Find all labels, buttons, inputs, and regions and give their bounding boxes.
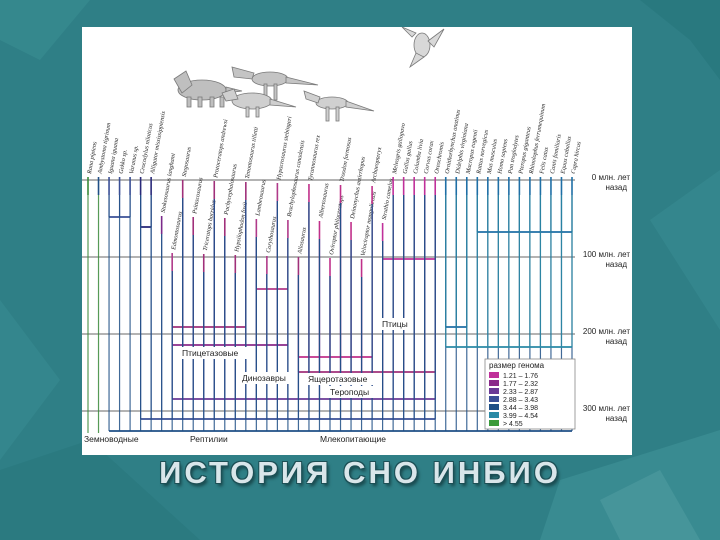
legend-item-label: 3.99 – 4.54 (503, 413, 538, 420)
species-label: Deinonychus antirrhopus (349, 156, 367, 221)
clade-label-dinosaurs: Динозавры (242, 373, 286, 383)
clade-label-ornithischians: Птицетазовые (182, 348, 239, 358)
time-label-line2: назад (605, 260, 627, 269)
time-label-line2: назад (605, 414, 627, 423)
species-label: Oviraptor philoceratops (328, 194, 345, 255)
clade-label-mammals: Млекопитающие (320, 434, 386, 444)
legend-item-label: 2.33 – 2.87 (503, 389, 538, 396)
species-label: Lambeosaurus (254, 179, 267, 218)
species-label: Troodon formosus (339, 136, 354, 182)
clade-label-reptiles: Рептилии (190, 434, 228, 444)
species-label: Protoceratops andrewsi (212, 119, 229, 180)
time-label-line1: 0 млн. лет (592, 173, 631, 182)
legend-item-label: 1.21 – 1.76 (503, 373, 538, 380)
species-label: Pachycephalosaurus (223, 163, 239, 217)
species-label: Hypsilophodon foxii (233, 201, 249, 253)
time-label-line2: назад (605, 183, 627, 192)
species-label: Corythosaurus (265, 215, 278, 253)
species-label: Stokesosaurus langhami (160, 152, 177, 213)
legend-swatch (489, 380, 499, 386)
clade-label-saurischians: Ящеротазовые (308, 374, 368, 384)
legend-swatch (489, 372, 499, 378)
raptor-silhouette-icon (304, 91, 374, 121)
hadrosaur-silhouette-icon (222, 89, 296, 117)
species-label: Stegosaurus (181, 146, 193, 178)
legend-title: размер генома (489, 361, 545, 370)
bird-silhouette-icon (402, 27, 444, 67)
legend-swatch (489, 420, 499, 426)
species-label: Brachylophosaurus canadensis (286, 139, 306, 217)
time-label-line1: 300 млн. лет (583, 404, 630, 413)
species-label: Tyrannosaurus rex (307, 134, 322, 181)
species-label: Tenontosaurus tilletti (244, 126, 260, 179)
species-label: Felis catus (538, 146, 550, 175)
legend-item-label: > 4.55 (503, 421, 523, 428)
legend-item-label: 2.88 – 3.43 (503, 397, 538, 404)
species-label: Hypacrosaurus stebingeri (275, 116, 293, 182)
clade-label-theropods: Тероподы (330, 387, 369, 397)
clade-label-amphibians: Земноводные (84, 434, 139, 444)
time-label-line2: назад (605, 337, 627, 346)
clade-label-birds: Птицы (382, 319, 408, 329)
slide-title: ИСТОРИЯ СНО ИНБИО (0, 455, 720, 491)
legend-item-label: 3.44 – 3.98 (503, 405, 538, 412)
species-label: Edmontosaurus (170, 210, 184, 251)
legend-swatch (489, 404, 499, 410)
species-label: Velociraptor mongoliensis (360, 190, 378, 256)
species-label: Alligator mississippiensis (149, 110, 167, 175)
legend-swatch (489, 396, 499, 402)
legend-swatch (489, 388, 499, 394)
species-label: Triceratops horridus (202, 199, 218, 251)
time-label-line1: 200 млн. лет (583, 327, 630, 336)
legend-item-label: 1.77 – 2.32 (503, 381, 538, 388)
species-label: Gekko sp. (118, 149, 129, 174)
species-label: Psittacosaurus (191, 176, 205, 215)
species-label: Albertosaurus (317, 182, 330, 219)
species-label: Archaeopteryx (370, 146, 383, 184)
legend-swatch (489, 412, 499, 418)
time-label-line1: 100 млн. лет (583, 250, 630, 259)
species-label: Capra hircus (570, 140, 583, 174)
species-label: Allosaurus (296, 226, 308, 255)
